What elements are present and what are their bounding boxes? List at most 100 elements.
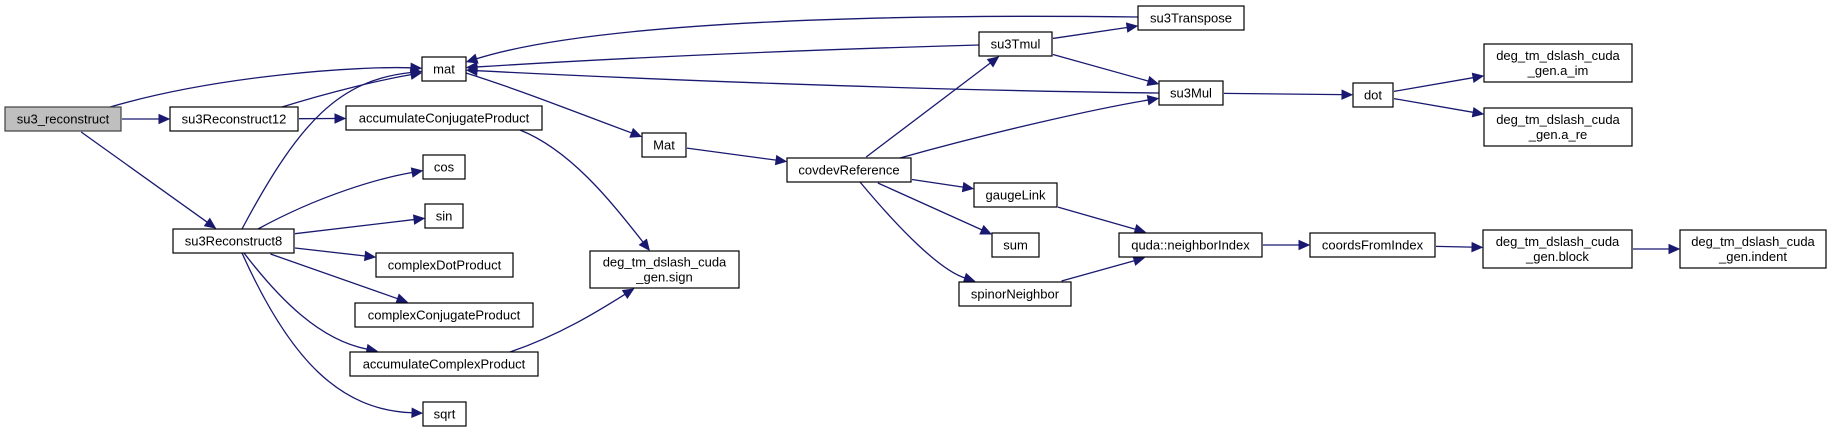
node-box[interactable] <box>991 232 1040 258</box>
edge-su3Reconstruct8-to-mat <box>241 71 412 230</box>
node-label: spinorNeighbor <box>971 287 1060 302</box>
arrowhead-icon <box>1125 22 1139 33</box>
node-sin[interactable]: sin <box>424 203 464 229</box>
node-box[interactable] <box>375 252 514 278</box>
node-su3Reconstruct12[interactable]: su3Reconstruct12 <box>169 106 299 132</box>
node-a_re[interactable]: deg_tm_dslash_cuda_gen.a_re <box>1483 107 1633 147</box>
node-su3Mul[interactable]: su3Mul <box>1158 80 1224 106</box>
arrowhead-icon <box>412 214 426 225</box>
node-box[interactable] <box>978 31 1053 57</box>
node-sum[interactable]: sum <box>991 232 1040 258</box>
arrowhead-icon <box>1471 107 1485 118</box>
node-label: su3Transpose <box>1150 11 1232 26</box>
edge-su3Reconstruct8-to-complexConjugateProduct <box>270 253 398 300</box>
node-box[interactable] <box>424 203 464 229</box>
node-box[interactable] <box>786 157 912 183</box>
node-sqrt[interactable]: sqrt <box>422 401 467 427</box>
arrowhead-icon <box>1471 241 1484 253</box>
edge-su3Reconstruct8-to-complexDotProduct <box>294 247 366 257</box>
node-label: _gen.a_re <box>1528 127 1588 142</box>
arrowhead-icon <box>410 67 423 78</box>
node-label: cos <box>434 160 455 175</box>
edge-su3Reconstruct8-to-sin <box>294 218 415 235</box>
node-label: covdevReference <box>798 163 899 178</box>
node-box[interactable] <box>1679 229 1827 269</box>
node-covdevReference[interactable]: covdevReference <box>786 157 912 183</box>
node-box[interactable] <box>422 401 467 427</box>
node-accumulateComplexProduct[interactable]: accumulateComplexProduct <box>349 351 539 377</box>
node-su3Reconstruct8[interactable]: su3Reconstruct8 <box>172 228 295 254</box>
node-box[interactable] <box>169 106 299 132</box>
node-neighborIndex[interactable]: quda::neighborIndex <box>1118 232 1263 258</box>
node-sign[interactable]: deg_tm_dslash_cuda_gen.sign <box>589 250 740 289</box>
node-label: deg_tm_dslash_cuda <box>1496 234 1620 249</box>
node-gaugeLink[interactable]: gaugeLink <box>973 182 1058 208</box>
node-complexDotProduct[interactable]: complexDotProduct <box>375 252 514 278</box>
node-box[interactable] <box>172 228 295 254</box>
node-box[interactable] <box>4 106 122 132</box>
node-label: _gen.a_im <box>1527 63 1589 78</box>
edge-dot-to-a_re <box>1393 97 1474 113</box>
node-mat[interactable]: mat <box>421 56 467 82</box>
node-box[interactable] <box>1483 107 1633 147</box>
node-box[interactable] <box>1309 232 1436 258</box>
edge-covdevReference-to-spinorNeighbor <box>859 181 966 279</box>
node-a_im[interactable]: deg_tm_dslash_cuda_gen.a_im <box>1483 43 1633 83</box>
node-box[interactable] <box>421 56 467 82</box>
node-label: deg_tm_dslash_cuda <box>603 255 727 270</box>
edge-su3Mul-to-mat <box>476 70 1160 94</box>
node-box[interactable] <box>958 281 1072 307</box>
node-box[interactable] <box>589 250 740 289</box>
arrowhead-icon <box>638 238 650 251</box>
arrowhead-icon <box>774 154 788 166</box>
node-accumulateConjugateProduct[interactable]: accumulateConjugateProduct <box>345 105 543 131</box>
node-coordsFromIndex[interactable]: coordsFromIndex <box>1309 232 1436 258</box>
edge-su3Tmul-to-su3Mul <box>1052 53 1149 82</box>
node-box[interactable] <box>1158 80 1224 106</box>
arrowhead-icon <box>1471 72 1485 83</box>
node-cos[interactable]: cos <box>422 154 466 180</box>
edge-covdevReference-to-su3Mul <box>899 99 1149 159</box>
node-box[interactable] <box>1118 232 1263 258</box>
node-box[interactable] <box>1483 43 1633 83</box>
node-label: su3Reconstruct8 <box>185 234 283 249</box>
node-label: _gen.sign <box>635 270 692 285</box>
node-su3Transpose[interactable]: su3Transpose <box>1137 5 1245 31</box>
node-label: complexDotProduct <box>388 258 502 273</box>
node-box[interactable] <box>1137 5 1245 31</box>
node-label: gaugeLink <box>986 188 1046 203</box>
node-su3Tmul[interactable]: su3Tmul <box>978 31 1053 57</box>
arrowhead-icon <box>395 293 409 304</box>
node-label: su3_reconstruct <box>17 112 110 127</box>
node-box[interactable] <box>1352 82 1394 108</box>
edge-Mat-to-covdevReference <box>686 147 777 161</box>
node-box[interactable] <box>1482 229 1633 269</box>
node-box[interactable] <box>973 182 1058 208</box>
arrowhead-icon <box>979 224 993 235</box>
node-spinorNeighbor[interactable]: spinorNeighbor <box>958 281 1072 307</box>
node-label: su3Mul <box>1170 86 1212 101</box>
node-label: _gen.block <box>1525 249 1589 264</box>
node-label: accumulateComplexProduct <box>363 357 526 372</box>
node-indent[interactable]: deg_tm_dslash_cuda_gen.indent <box>1679 229 1827 269</box>
node-dot[interactable]: dot <box>1352 82 1394 108</box>
node-box[interactable] <box>354 302 534 328</box>
node-box[interactable] <box>349 351 539 377</box>
arrowhead-icon <box>986 56 1000 68</box>
node-block[interactable]: deg_tm_dslash_cuda_gen.block <box>1482 229 1633 269</box>
node-box[interactable] <box>422 154 466 180</box>
arrowhead-icon <box>961 181 975 193</box>
node-Mat[interactable]: Mat <box>641 132 687 158</box>
edge-dot-to-a_im <box>1393 77 1474 93</box>
node-label: coordsFromIndex <box>1322 238 1424 253</box>
arrowhead-icon <box>1133 224 1147 235</box>
edge-coordsFromIndex-to-block <box>1435 245 1473 248</box>
node-label: deg_tm_dslash_cuda <box>1496 48 1620 63</box>
edge-su3Transpose-to-mat <box>476 15 1139 60</box>
node-box[interactable] <box>345 105 543 131</box>
node-su3_reconstruct[interactable]: su3_reconstruct <box>4 106 122 132</box>
node-label: deg_tm_dslash_cuda <box>1496 112 1620 127</box>
node-complexConjugateProduct[interactable]: complexConjugateProduct <box>354 302 534 328</box>
node-box[interactable] <box>641 132 687 158</box>
